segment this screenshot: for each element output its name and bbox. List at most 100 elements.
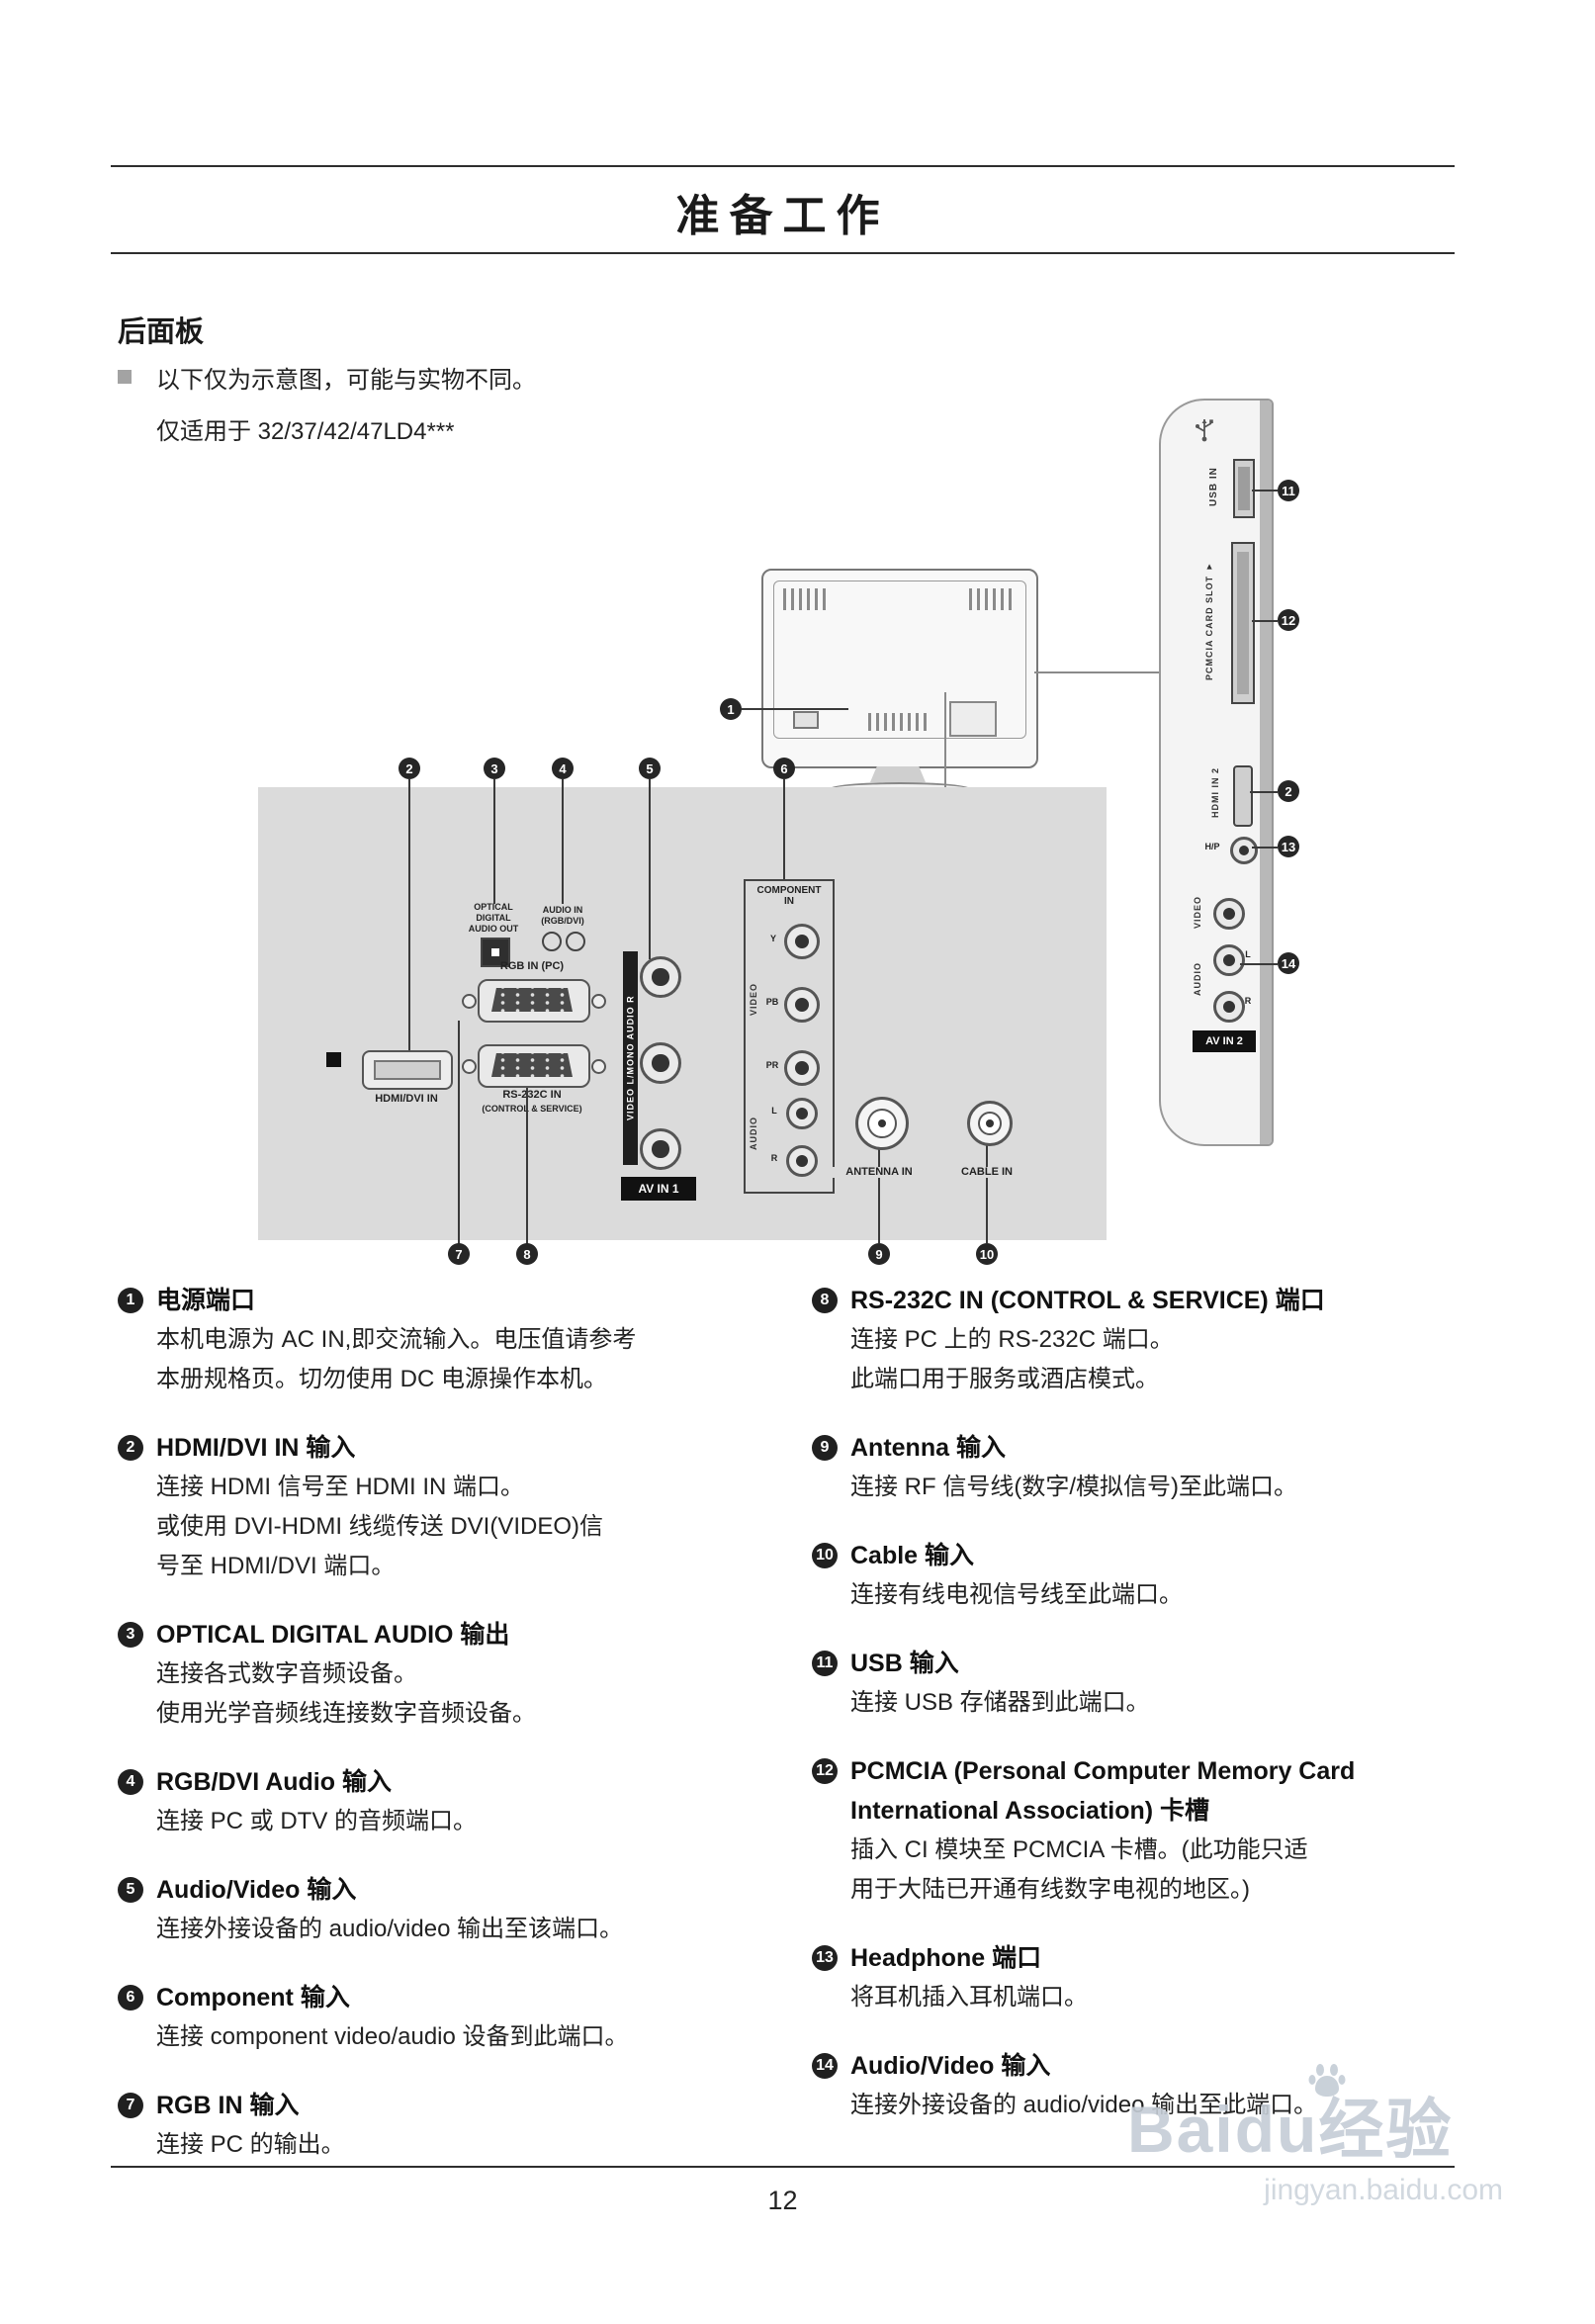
leader-line: [493, 779, 495, 904]
item-title: RS-232C IN (CONTROL & SERVICE) 端口: [850, 1287, 1325, 1314]
bottom-rule: [111, 2166, 1455, 2168]
av2-audio-r-jack: [1213, 991, 1245, 1023]
tv-stand-neck: [870, 766, 926, 782]
usb-in-label: USB IN: [1208, 467, 1219, 506]
l-label: L: [771, 1106, 777, 1116]
callout-14: 14: [1278, 952, 1299, 974]
leader-line: [458, 1021, 460, 1244]
leader-line: [1250, 791, 1278, 793]
dvi-marker: [326, 1052, 341, 1067]
av1-strip: VIDEO L/MONO AUDIO R: [623, 951, 638, 1165]
tv-jack-cover: [949, 701, 997, 737]
tv-vent-right: [969, 588, 1017, 610]
item-title: OPTICAL DIGITAL AUDIO 输出: [156, 1621, 510, 1649]
callout-12: 12: [1278, 609, 1299, 631]
usb-port: [1233, 459, 1255, 518]
cable-in-label: CABLE IN: [941, 1167, 1032, 1178]
tv-inner-frame: [773, 581, 1026, 739]
component-y-jack: [784, 924, 820, 959]
item-number: 9: [812, 1435, 838, 1461]
av1-audio-r-jack: [640, 1128, 681, 1170]
component-pb-jack: [784, 987, 820, 1023]
rs232-label-2: (CONTROL & SERVICE): [482, 1104, 582, 1114]
item-title: USB 输入: [850, 1650, 959, 1677]
component-audio-l-jack: [786, 1098, 818, 1129]
av1-audio-l-jack: [640, 1042, 681, 1084]
item-title: Cable 输入: [850, 1542, 975, 1569]
callout-10: 10: [976, 1243, 998, 1265]
note-text: 以下仅为示意图，可能与实物不同。: [156, 367, 536, 394]
tv-bottom-grille: [868, 713, 931, 731]
top-rule: [111, 165, 1455, 167]
rs232-connector: [462, 1044, 606, 1088]
leader-line: [526, 1088, 528, 1244]
list-item: 12 PCMCIA (Personal Computer Memory Card…: [812, 1751, 1466, 1910]
leader-line: [986, 1137, 988, 1243]
model-note: 仅适用于 32/37/42/47LD4***: [156, 418, 455, 445]
item-number: 11: [812, 1651, 838, 1676]
rs232-label-1: RS-232C IN: [502, 1089, 562, 1101]
pcmcia-slot: [1231, 542, 1255, 704]
leader-line: [742, 708, 848, 710]
cable-in-connector: [967, 1101, 1013, 1146]
av1-video-jack: [640, 956, 681, 998]
item-number: 7: [118, 2093, 143, 2118]
leader-line: [562, 779, 564, 904]
callout-11: 11: [1278, 480, 1299, 501]
item-number: 1: [118, 1288, 143, 1313]
item-number: 6: [118, 1985, 143, 2011]
leader-line: [408, 779, 410, 1052]
side-panel: [1159, 399, 1274, 1146]
item-number: 4: [118, 1769, 143, 1795]
leader-line: [1252, 620, 1278, 622]
pr-label: PR: [765, 1060, 779, 1070]
title-rule: [111, 252, 1455, 254]
item-number: 8: [812, 1288, 838, 1313]
hdmi2-label: HDMI IN 2: [1210, 766, 1220, 818]
callout-7: 7: [448, 1243, 470, 1265]
item-number: 12: [812, 1758, 838, 1784]
item-number: 10: [812, 1543, 838, 1568]
callout-6: 6: [773, 758, 795, 779]
leader-line: [878, 1142, 880, 1243]
item-title: Headphone 端口: [850, 1944, 1042, 1972]
watermark: Baidu经验 jingyan.baidu.com: [1127, 2064, 1503, 2207]
tv-panel-link: [944, 692, 946, 787]
item-title: PCMCIA (Personal Computer Memory Card In…: [850, 1757, 1356, 1825]
av2-audio-l-jack: [1213, 944, 1245, 976]
item-number: 5: [118, 1877, 143, 1903]
leader-line: [1252, 847, 1278, 849]
component-audio-label: AUDIO: [749, 1117, 758, 1150]
list-item: 7 RGB IN 输入 连接 PC 的输出。: [118, 2086, 786, 2165]
rear-panel: [258, 787, 1107, 1240]
items-right-column: 8 RS-232C IN (CONTROL & SERVICE) 端口 连接 P…: [812, 1281, 1466, 2154]
page-number: 12: [767, 2186, 798, 2215]
item-number: 13: [812, 1945, 838, 1971]
item-title: HDMI/DVI IN 输入: [156, 1434, 356, 1462]
watermark-url: jingyan.baidu.com: [1264, 2174, 1503, 2206]
component-video-label: VIDEO: [749, 982, 758, 1016]
list-item: 1 电源端口 本机电源为 AC IN,即交流输入。电压值请参考 本册规格页。切勿…: [118, 1281, 786, 1399]
component-in-box: COMPONENT IN: [744, 879, 835, 1194]
component-pr-jack: [784, 1050, 820, 1086]
antenna-in-connector: [855, 1097, 909, 1150]
section-heading: 后面板: [118, 316, 205, 348]
tv-sidepanel-link: [1034, 671, 1159, 673]
antenna-in-label: ANTENNA IN: [830, 1167, 929, 1178]
item-title: Antenna 输入: [850, 1434, 1006, 1462]
av2-label: AV IN 2: [1193, 1030, 1256, 1052]
callout-3: 3: [484, 758, 505, 779]
leader-line: [1252, 490, 1278, 492]
tv-power-connector: [793, 711, 819, 729]
av1-label: AV IN 1: [621, 1177, 696, 1201]
items-left-column: 1 电源端口 本机电源为 AC IN,即交流输入。电压值请参考 本册规格页。切勿…: [118, 1281, 786, 2193]
av2-r-label: R: [1244, 996, 1252, 1006]
bullet-square: [118, 370, 132, 384]
usb-icon: [1193, 413, 1216, 448]
item-number: 3: [118, 1622, 143, 1648]
av2-l-label: L: [1245, 949, 1251, 959]
component-audio-r-jack: [786, 1145, 818, 1177]
audio-in-jack-l: [542, 932, 562, 951]
list-item: 8 RS-232C IN (CONTROL & SERVICE) 端口 连接 P…: [812, 1281, 1466, 1399]
